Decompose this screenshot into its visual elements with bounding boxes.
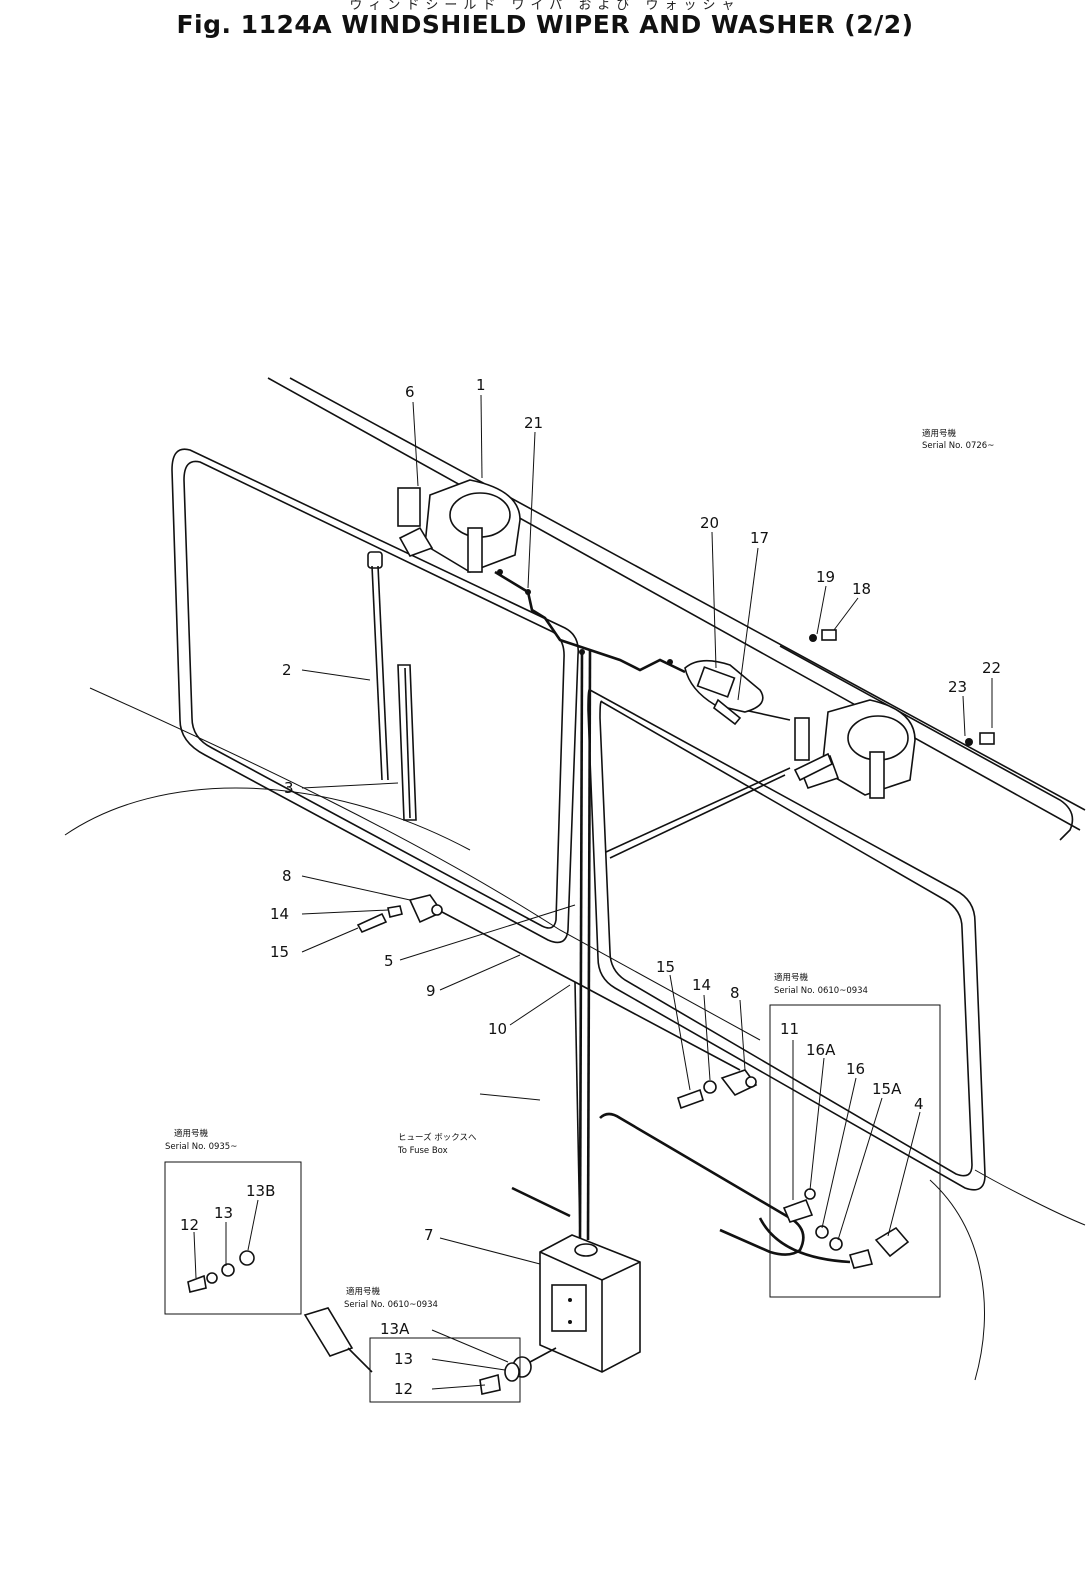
wiper-motor-right [794, 699, 916, 799]
cab-body-outline [64, 377, 1086, 1381]
callout-labels: 6 1 21 20 17 19 18 22 23 2 3 8 14 15 5 9… [180, 376, 1001, 1398]
washer-pump-lower [479, 1347, 557, 1395]
washer-pump-upper [303, 1307, 373, 1373]
wiring-harness [494, 570, 791, 1241]
leader-lines [193, 394, 993, 1390]
serial-box-low [369, 1337, 521, 1403]
serial-notes: 適用号機 Serial No. 0726~ 適用号機 Serial No. 06… [165, 428, 994, 1310]
small-fasteners [809, 629, 995, 746]
left-window-frame [171, 448, 580, 944]
callout-19: 19 [816, 568, 835, 586]
serial-right-box-jp: 適用号機 [774, 972, 809, 983]
washer-tank [539, 1234, 641, 1373]
serial-left-box-jp: 適用号機 [174, 1128, 209, 1139]
callout-3: 3 [284, 779, 294, 797]
washer-nozzle-right [677, 1069, 758, 1110]
figure-title-japanese: ウィンドシールド ワイパ および ウォッシャ [349, 0, 741, 13]
figure-title: Fig. 1124A WINDSHIELD WIPER AND WASHER (… [176, 10, 914, 39]
serial-right-box: Serial No. 0610~0934 [774, 986, 868, 996]
callout-16: 16 [846, 1060, 865, 1078]
callout-13-low: 13 [394, 1350, 413, 1368]
callout-5: 5 [384, 952, 394, 970]
callout-6-top: 6 [405, 383, 415, 401]
callout-14-right: 14 [692, 976, 711, 994]
callout-17: 17 [750, 529, 769, 547]
callout-21: 21 [524, 414, 543, 432]
callout-18: 18 [852, 580, 871, 598]
callout-7: 7 [424, 1226, 434, 1244]
serial-low-box-jp: 適用号機 [346, 1286, 381, 1297]
right-window-frame [587, 645, 1074, 1191]
serial-top-right: Serial No. 0726~ [922, 441, 994, 451]
callout-8-left: 8 [282, 867, 292, 885]
wiper-arm-right [605, 752, 834, 859]
serial-top-right-jp: 適用号機 [922, 428, 957, 439]
callout-1: 1 [476, 376, 486, 394]
fuse-box-note: To Fuse Box [397, 1146, 448, 1156]
callout-20: 20 [700, 514, 719, 532]
callout-15-left: 15 [270, 943, 289, 961]
callout-9: 9 [426, 982, 436, 1000]
callout-8-right: 8 [730, 984, 740, 1002]
callout-14-left: 14 [270, 905, 289, 923]
callout-13a: 13A [380, 1320, 410, 1338]
callout-15a: 15A [872, 1080, 902, 1098]
callout-12-box: 12 [180, 1216, 199, 1234]
callout-23: 23 [948, 678, 967, 696]
fuse-box-note-jp: ヒューズ ボックスへ [398, 1132, 477, 1143]
wiring-clamp-assembly [684, 659, 764, 726]
callout-22: 22 [982, 659, 1001, 677]
serial-box-left [164, 1161, 302, 1315]
callout-13b: 13B [246, 1182, 275, 1200]
callout-2: 2 [282, 661, 292, 679]
callout-10: 10 [488, 1020, 507, 1038]
wiper-arm-left [367, 551, 417, 821]
callout-16a: 16A [806, 1041, 836, 1059]
callout-15-right: 15 [656, 958, 675, 976]
washer-hoses [441, 911, 851, 1264]
callout-13-box: 13 [214, 1204, 233, 1222]
serial-low-box: Serial No. 0610~0934 [344, 1300, 438, 1310]
serial-left-box: Serial No. 0935~ [165, 1142, 237, 1152]
wiper-motor-left [397, 479, 521, 575]
callout-12-low: 12 [394, 1380, 413, 1398]
callout-4: 4 [914, 1095, 924, 1113]
washer-nozzle-left [356, 894, 444, 934]
callout-11: 11 [780, 1020, 799, 1038]
